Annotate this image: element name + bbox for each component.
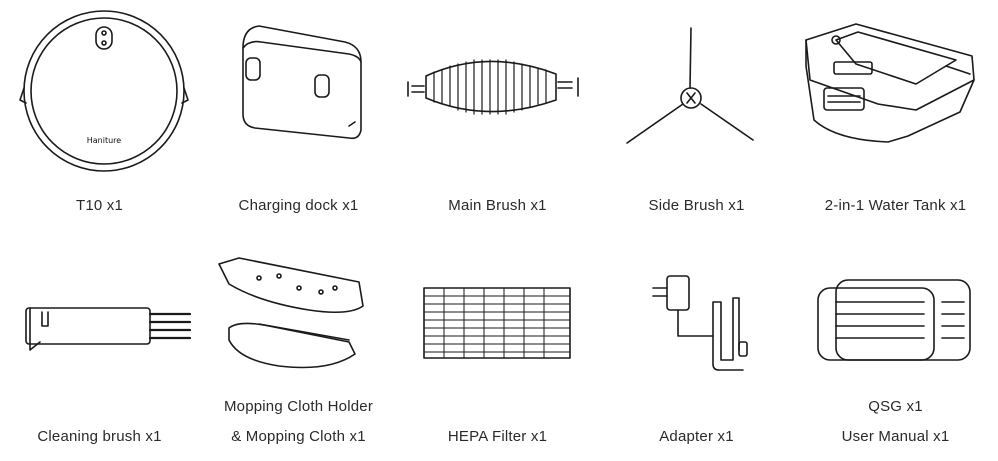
- item-label: Adapter x1: [659, 428, 734, 445]
- item-label-line2: & Mopping Cloth x1: [231, 428, 366, 445]
- main-brush-icon: [407, 59, 579, 115]
- item-label-line1: Mopping Cloth Holder: [223, 398, 374, 415]
- item-label: T10 x1: [75, 197, 124, 214]
- adapter-icon: [652, 275, 748, 371]
- item-cleaning-brush: Cleaning brush x1: [0, 230, 199, 461]
- item-label: Side Brush x1: [648, 197, 745, 214]
- item-label-line2: User Manual x1: [841, 428, 950, 445]
- item-label: Main Brush x1: [448, 197, 547, 214]
- item-side-brush: Side Brush x1: [597, 0, 796, 230]
- side-brush-icon: [626, 27, 754, 144]
- item-main-brush: Main Brush x1: [398, 0, 597, 230]
- user-manual-icon: [817, 279, 971, 361]
- item-label-line1: QSG x1: [868, 398, 923, 415]
- item-manual: QSG x1 User Manual x1: [796, 230, 995, 461]
- item-hepa: HEPA Filter x1: [398, 230, 597, 461]
- charging-dock-icon: [242, 25, 362, 140]
- robot-brand-text: Haniture: [87, 136, 122, 145]
- item-label: Charging dock x1: [238, 197, 359, 214]
- hepa-filter-icon: [423, 287, 571, 359]
- mopping-cloth-holder-icon: [218, 257, 364, 369]
- item-robot: Haniture T10 x1: [0, 0, 199, 230]
- item-label: 2-in-1 Water Tank x1: [824, 197, 967, 214]
- item-dock: Charging dock x1: [199, 0, 398, 230]
- item-label: HEPA Filter x1: [447, 428, 548, 445]
- item-adapter: Adapter x1: [597, 230, 796, 461]
- item-label: Cleaning brush x1: [37, 428, 162, 445]
- item-water-tank: 2-in-1 Water Tank x1: [796, 0, 995, 230]
- robot-vacuum-icon: Haniture: [19, 10, 189, 172]
- cleaning-brush-icon: [25, 307, 192, 351]
- item-mop-holder: Mopping Cloth Holder & Mopping Cloth x1: [199, 230, 398, 461]
- water-tank-icon: [805, 23, 975, 143]
